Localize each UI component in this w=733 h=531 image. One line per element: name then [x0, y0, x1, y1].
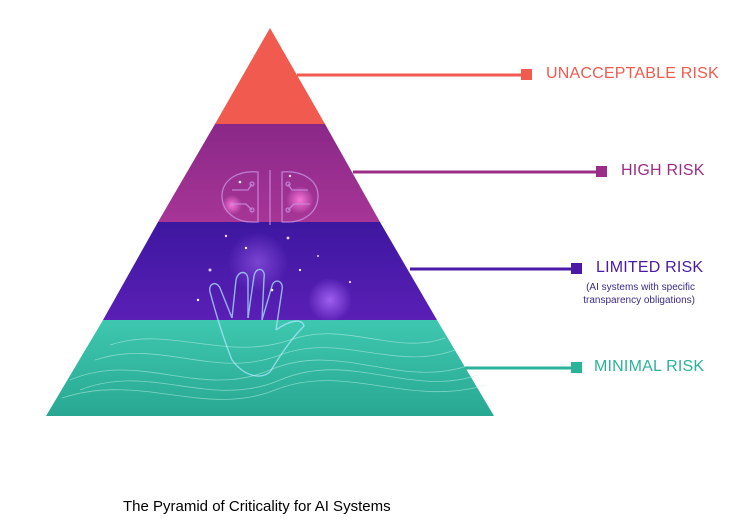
- glow-particles: [196, 174, 352, 322]
- label-minimal-risk: MINIMAL RISK: [594, 358, 705, 375]
- tier-unacceptable: [215, 28, 325, 124]
- limited-risk-note: (AI systems with specific transparency o…: [583, 281, 695, 307]
- tier-minimal: [46, 320, 494, 416]
- glowing-hand-icon: [208, 268, 305, 377]
- limited-risk-note-line2: transparency obligations): [583, 295, 695, 306]
- label-limited-risk: LIMITED RISK: [596, 259, 704, 276]
- limited-risk-note-line1: (AI systems with specific: [586, 282, 695, 293]
- label-unacceptable-risk: UNACCEPTABLE RISK: [546, 65, 719, 82]
- figure-caption: The Pyramid of Criticality for AI System…: [123, 498, 391, 515]
- tier-high: [158, 124, 380, 222]
- brain-circuit-icon: [221, 170, 319, 225]
- label-high-risk: HIGH RISK: [621, 162, 705, 179]
- wave-lines: [61, 333, 487, 400]
- connector-lines: [297, 69, 607, 373]
